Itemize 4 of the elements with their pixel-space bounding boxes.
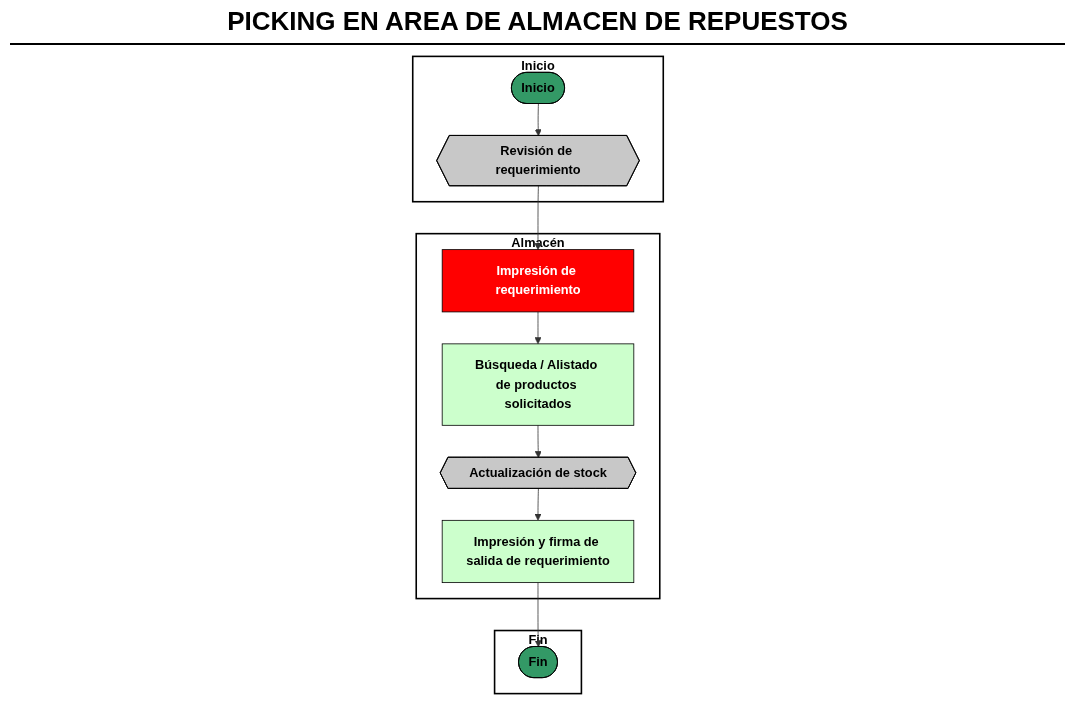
node-box: Impresión y firma de salida de requerimiento — [441, 519, 634, 583]
node-box: Impresión de requerimiento — [441, 249, 634, 313]
node-box: Búsqueda / Alistado de productos solicitados — [441, 343, 634, 426]
diagram-title: PICKING EN AREA DE ALMACEN DE REPUESTOS — [10, 0, 1065, 45]
